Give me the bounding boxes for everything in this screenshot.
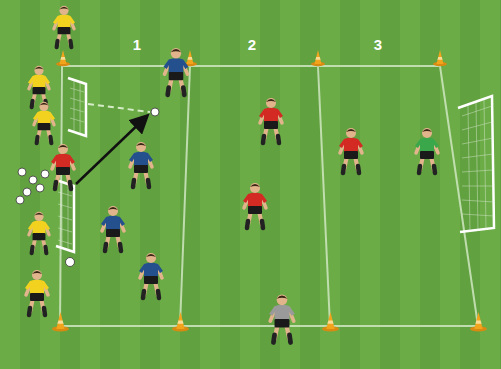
zone-number: 3 [374,37,382,52]
zone-number: 2 [248,37,256,52]
zone-number: 1 [133,37,141,52]
